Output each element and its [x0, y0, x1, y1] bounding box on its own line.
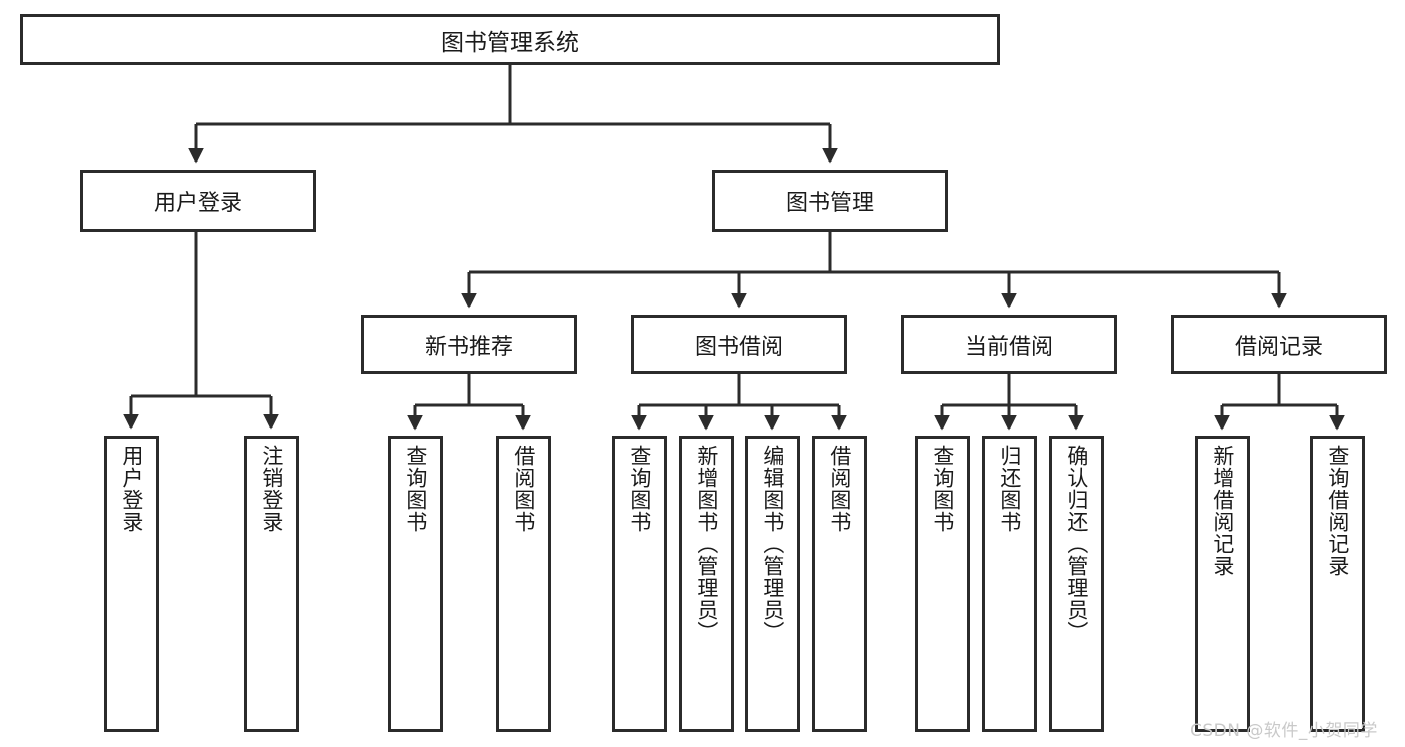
leaf-current-borrow-return-book[interactable]: 归还图书: [982, 436, 1037, 732]
node-user-login[interactable]: 用户登录: [80, 170, 316, 232]
leaf-book-borrow-borrow-book[interactable]: 借阅图书: [812, 436, 867, 732]
leaf-label: 确认归还（管理员）: [1064, 445, 1089, 643]
node-user-login-label: 用户登录: [153, 191, 242, 216]
leaf-label: 用户登录: [119, 445, 144, 533]
leaf-label: 借阅图书: [827, 445, 852, 533]
leaf-borrow-record-query-record[interactable]: 查询借阅记录: [1310, 436, 1365, 732]
node-current-borrow-label: 当前借阅: [964, 334, 1053, 360]
leaf-label: 借阅图书: [511, 445, 536, 533]
leaf-user-login-login[interactable]: 用户登录: [104, 436, 159, 732]
leaf-user-login-logout[interactable]: 注销登录: [244, 436, 299, 732]
node-book-management[interactable]: 图书管理: [712, 170, 948, 232]
leaf-new-book-borrow-book[interactable]: 借阅图书: [496, 436, 551, 732]
csdn-watermark: CSDN @软件_小贺同学: [1190, 721, 1378, 741]
leaf-current-borrow-query-book[interactable]: 查询图书: [915, 436, 970, 732]
node-root-label: 图书管理系统: [441, 29, 579, 56]
node-book-borrow[interactable]: 图书借阅: [631, 315, 847, 374]
leaf-new-book-query-book[interactable]: 查询图书: [388, 436, 443, 732]
leaf-label: 编辑图书（管理员）: [760, 445, 785, 643]
leaf-book-borrow-query-book[interactable]: 查询图书: [612, 436, 667, 732]
node-new-book-recommend-label: 新书推荐: [424, 334, 513, 360]
node-root-system[interactable]: 图书管理系统: [20, 14, 1000, 65]
leaf-current-borrow-confirm-return[interactable]: 确认归还（管理员）: [1049, 436, 1104, 732]
leaf-label: 新增图书（管理员）: [694, 445, 719, 643]
leaf-label: 注销登录: [259, 445, 284, 533]
node-current-borrow[interactable]: 当前借阅: [901, 315, 1117, 374]
leaf-label: 查询图书: [403, 445, 428, 533]
leaf-borrow-record-add-record[interactable]: 新增借阅记录: [1195, 436, 1250, 732]
node-borrow-record[interactable]: 借阅记录: [1171, 315, 1387, 374]
node-book-borrow-label: 图书借阅: [694, 334, 783, 360]
leaf-label: 新增借阅记录: [1210, 445, 1235, 577]
leaf-label: 查询借阅记录: [1325, 445, 1350, 577]
node-borrow-record-label: 借阅记录: [1234, 334, 1323, 360]
leaf-book-borrow-edit-book[interactable]: 编辑图书（管理员）: [745, 436, 800, 732]
leaf-label: 归还图书: [997, 445, 1022, 533]
leaf-label: 查询图书: [930, 445, 955, 533]
node-book-management-label: 图书管理: [785, 191, 874, 216]
node-new-book-recommend[interactable]: 新书推荐: [361, 315, 577, 374]
leaf-book-borrow-add-book[interactable]: 新增图书（管理员）: [679, 436, 734, 732]
leaf-label: 查询图书: [627, 445, 652, 533]
